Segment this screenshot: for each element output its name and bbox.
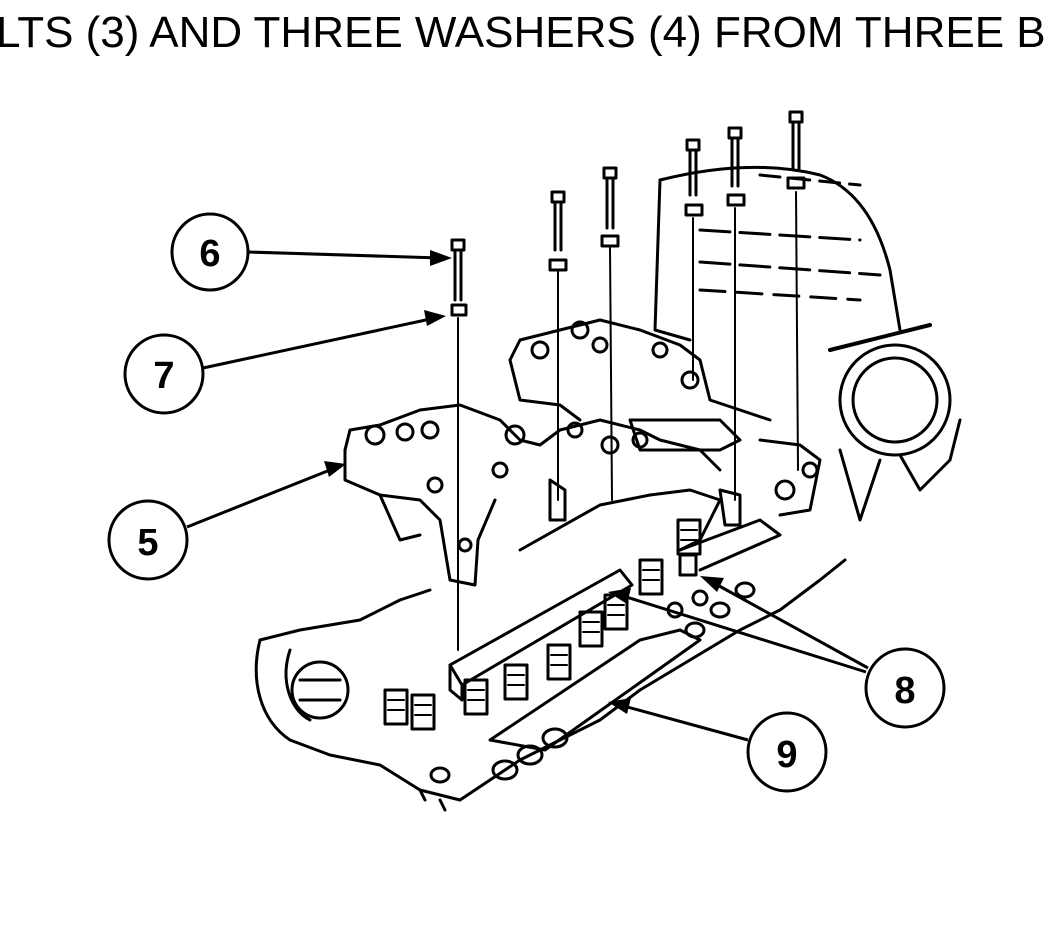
callout-7: 7 (123, 310, 446, 415)
callout-5: 5 (107, 461, 346, 581)
bolt-group (450, 110, 806, 651)
callout-8: 8 (608, 576, 946, 729)
callout-label-9: 9 (776, 734, 797, 776)
callout-label-6: 6 (199, 233, 220, 275)
callout-label-5: 5 (137, 522, 158, 564)
instruction-text: LTS (3) AND THREE WASHERS (4) FROM THREE… (0, 8, 1046, 57)
callouts: 6 7 5 8 9 (107, 212, 946, 793)
rocker-arm-bridge (343, 318, 822, 587)
rocker-shafts (448, 488, 782, 752)
engine-block-rear (653, 165, 962, 522)
callout-9: 9 (608, 698, 828, 793)
callout-label-7: 7 (153, 355, 174, 397)
callout-label-8: 8 (894, 670, 915, 712)
cylinder-head (254, 518, 847, 812)
callout-6: 6 (170, 212, 452, 292)
